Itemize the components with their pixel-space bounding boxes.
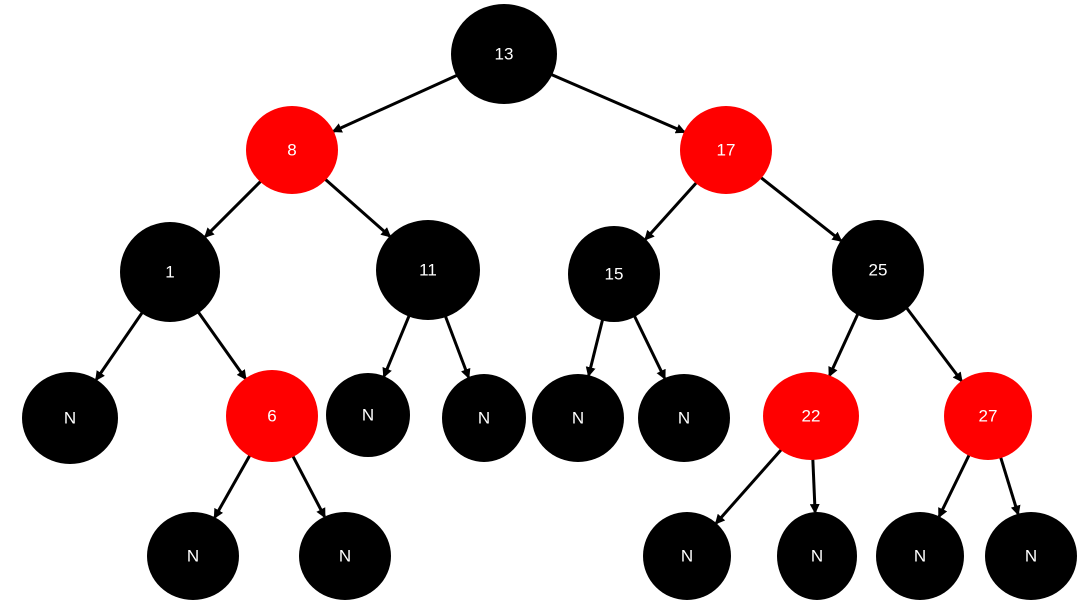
edge-n15-nl5 <box>632 314 666 380</box>
tree-node-n: N <box>876 512 964 600</box>
node-label: 27 <box>979 407 998 426</box>
edge-n6-nl7 <box>291 454 326 519</box>
tree-node-8: 8 <box>246 106 338 194</box>
node-label: N <box>678 409 690 428</box>
black-node-circle <box>442 374 526 462</box>
tree-node-27: 27 <box>944 372 1032 460</box>
edge-n11-nl3 <box>443 315 471 379</box>
black-node-circle <box>299 512 391 600</box>
edge-n15-nl4 <box>585 318 605 378</box>
node-label: N <box>64 409 76 428</box>
tree-node-6: 6 <box>226 370 318 462</box>
black-node-circle <box>643 512 731 600</box>
edge-n6-nl6 <box>213 454 252 520</box>
node-label: N <box>914 547 926 566</box>
edge-n27-nl11 <box>999 456 1021 516</box>
tree-node-n: N <box>147 512 239 600</box>
black-node-circle <box>147 512 239 600</box>
node-label: 11 <box>419 261 437 280</box>
black-node-circle <box>326 373 410 457</box>
black-node-circle <box>22 372 118 464</box>
tree-node-n: N <box>442 374 526 462</box>
edge-n1-nl1 <box>95 311 144 382</box>
tree-node-n: N <box>299 512 391 600</box>
red-node-circle <box>763 372 859 460</box>
tree-node-n: N <box>643 512 731 600</box>
black-node-circle <box>777 512 857 600</box>
tree-node-17: 17 <box>680 106 772 194</box>
black-node-circle <box>985 512 1077 600</box>
tree-node-15: 15 <box>568 226 660 322</box>
black-node-circle <box>638 374 730 462</box>
tree-node-1: 1 <box>120 222 220 322</box>
edge-n25-n27 <box>905 306 963 383</box>
black-node-circle <box>568 226 660 322</box>
edge-n27-nl10 <box>937 453 971 519</box>
black-node-circle <box>376 220 480 320</box>
black-node-circle <box>451 4 557 104</box>
node-label: N <box>811 547 823 566</box>
tree-node-25: 25 <box>832 220 924 320</box>
node-label: 25 <box>869 261 888 280</box>
node-label: N <box>1025 547 1037 566</box>
edge-n11-nl2 <box>382 314 411 379</box>
black-node-circle <box>532 374 624 462</box>
tree-node-n: N <box>777 512 857 600</box>
node-label: N <box>572 409 584 428</box>
node-label: 22 <box>802 407 821 426</box>
node-label: 8 <box>287 141 296 160</box>
node-label: N <box>339 547 351 566</box>
edge-n13-n17 <box>550 72 686 134</box>
tree-node-n: N <box>985 512 1077 600</box>
tree-node-13: 13 <box>451 4 557 104</box>
tree-node-n: N <box>532 374 624 462</box>
node-label: 6 <box>267 407 276 426</box>
edge-n17-n25 <box>759 176 843 242</box>
node-label: N <box>478 409 490 428</box>
black-node-circle <box>832 220 924 320</box>
node-label: N <box>681 547 693 566</box>
red-node-circle <box>246 106 338 194</box>
black-node-circle <box>120 222 220 322</box>
node-label: N <box>362 406 374 425</box>
black-node-circle <box>876 512 964 600</box>
node-label: 17 <box>717 141 736 160</box>
node-label: 1 <box>165 263 174 282</box>
edge-n8-n11 <box>323 177 392 238</box>
tree-node-22: 22 <box>763 372 859 460</box>
edge-n13-n8 <box>331 73 459 133</box>
node-label: 13 <box>495 45 514 64</box>
red-node-circle <box>680 106 772 194</box>
red-node-circle <box>944 372 1032 460</box>
edge-n17-n15 <box>644 181 698 241</box>
tree-node-n: N <box>326 373 410 457</box>
red-node-circle <box>226 370 318 462</box>
tree-node-11: 11 <box>376 220 480 320</box>
edge-n1-n6 <box>196 310 247 381</box>
edge-n25-n22 <box>828 312 860 378</box>
node-label: N <box>187 547 199 566</box>
node-label: 15 <box>605 265 624 284</box>
tree-node-n: N <box>638 374 730 462</box>
edge-n8-n1 <box>203 179 263 239</box>
edges-layer <box>95 72 1021 525</box>
edge-n22-nl9 <box>809 458 820 514</box>
edge-n22-nl8 <box>714 448 783 525</box>
tree-node-n: N <box>22 372 118 464</box>
